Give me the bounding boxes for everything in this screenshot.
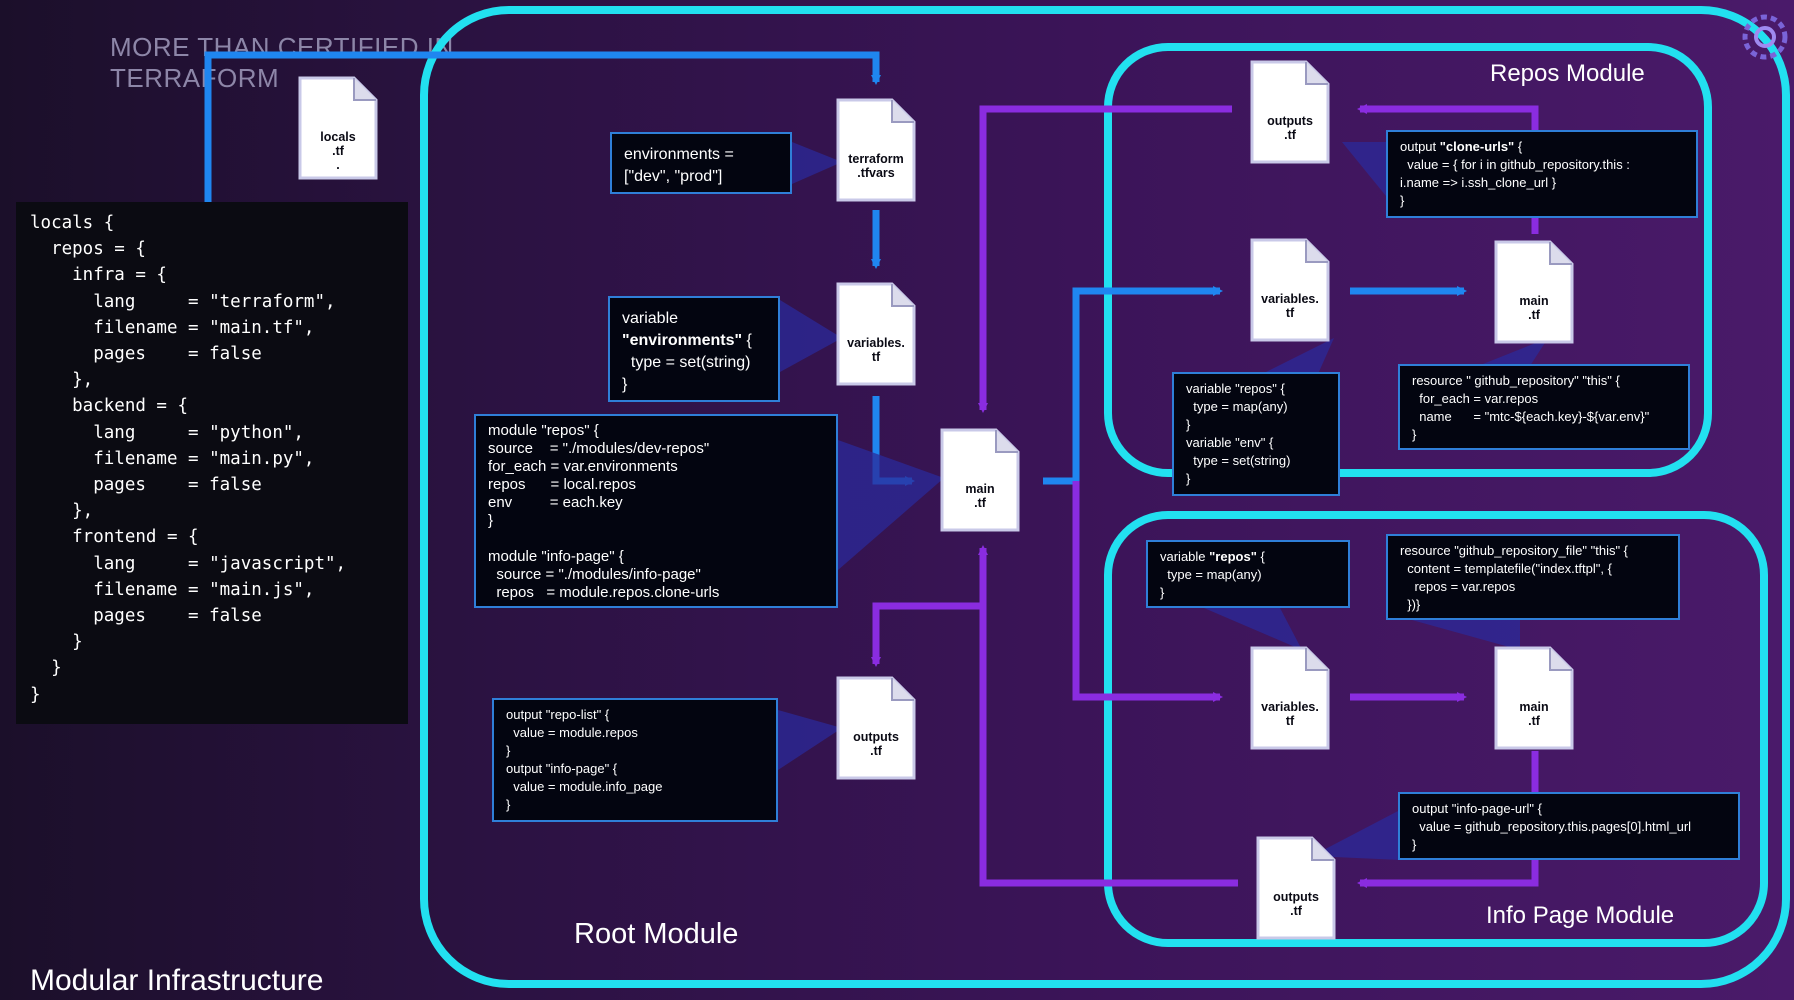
file-label: variables. tf <box>847 336 905 364</box>
file-info-main-tf: main .tf <box>1494 646 1574 750</box>
file-locals-tf: locals .tf . <box>298 76 378 180</box>
arrow-main-to-info-variables <box>1072 481 1223 702</box>
document-icon <box>1256 836 1336 940</box>
code-text: variable <box>622 310 679 327</box>
pointer-info-variable <box>1204 608 1302 650</box>
document-icon <box>1250 238 1330 342</box>
file-label: main .tf <box>1519 700 1549 728</box>
code-text: output <box>1400 139 1440 154</box>
document-icon <box>836 98 916 202</box>
code-box-root-outputs: output "repo-list" { value = module.repo… <box>492 698 778 822</box>
file-repos-outputs-tf: outputs .tf <box>1250 60 1330 164</box>
code-text: { type = set(string) } <box>622 332 752 393</box>
pointer-environments <box>792 142 842 184</box>
code-text: { type = map(any) } <box>1160 549 1265 600</box>
code-text-bold: "repos" <box>1209 549 1257 564</box>
root-module-outline <box>420 6 1790 988</box>
code-box-repos-variables: variable "repos" { type = map(any) } var… <box>1172 372 1340 496</box>
file-label: main .tf <box>1519 294 1549 322</box>
pointer-info-resource <box>1412 620 1520 650</box>
root-module-label: Root Module <box>574 918 739 950</box>
code-box-environments: environments = ["dev", "prod"] <box>610 132 792 194</box>
file-root-variables-tf: variables. tf <box>836 282 916 386</box>
repos-module-label: Repos Module <box>1490 60 1645 87</box>
code-box-module-calls: module "repos" { source = "./modules/dev… <box>474 414 838 608</box>
pointer-variable-env <box>780 300 842 372</box>
file-label: terraform .tfvars <box>848 152 904 180</box>
file-label: locals .tf . <box>320 130 356 172</box>
document-icon <box>940 428 1020 532</box>
info-page-module-outline <box>1104 511 1768 947</box>
document-icon <box>1494 646 1574 750</box>
document-icon <box>836 676 916 780</box>
file-info-variables-tf: variables. tf <box>1250 646 1330 750</box>
info-page-module-label: Info Page Module <box>1486 902 1675 929</box>
file-root-main-tf: main .tf <box>940 428 1020 532</box>
locals-code-panel: locals { repos = { infra = { lang = "ter… <box>16 202 408 724</box>
code-text-bold: "environments" <box>622 332 743 349</box>
file-root-outputs-tf: outputs .tf <box>836 676 916 780</box>
document-icon <box>836 282 916 386</box>
arrow-main-to-repos-variables <box>1043 286 1223 485</box>
pointer-repos-variables <box>1262 338 1334 374</box>
file-terraform-tfvars: terraform .tfvars <box>836 98 916 202</box>
document-icon <box>1494 240 1574 344</box>
code-box-info-resource: resource "github_repository_file" "this"… <box>1386 534 1680 620</box>
file-label: variables. tf <box>1261 292 1319 320</box>
repos-module-outline <box>1104 43 1712 477</box>
code-text: variable <box>1160 549 1210 564</box>
pointer-root-outputs <box>778 710 842 770</box>
code-box-variable-environments: variable "environments" { type = set(str… <box>608 296 780 402</box>
file-label: variables. tf <box>1261 700 1319 728</box>
file-label: outputs .tf <box>1273 890 1319 918</box>
file-label: main .tf <box>965 482 995 510</box>
document-icon <box>1250 60 1330 164</box>
file-label: outputs .tf <box>1267 114 1313 142</box>
gear-logo-icon <box>1742 14 1788 60</box>
code-text: { value = { for i in github_repository.t… <box>1400 139 1630 208</box>
document-icon <box>1250 646 1330 750</box>
file-info-outputs-tf: outputs .tf <box>1256 836 1336 940</box>
arrow-info-outputs-to-root-main <box>978 545 1238 887</box>
code-box-repos-output: output "clone-urls" { value = { for i in… <box>1386 130 1698 218</box>
arrow-root-main-to-outputs <box>871 602 983 667</box>
code-box-repos-resource: resource " github_repository" "this" { f… <box>1398 364 1690 450</box>
file-repos-variables-tf: variables. tf <box>1250 238 1330 342</box>
pointer-repos-resource <box>1478 338 1548 366</box>
document-icon <box>298 76 378 180</box>
slide-title: Modular Infrastructure <box>30 964 324 997</box>
pointer-info-output <box>1312 810 1400 860</box>
code-box-info-output: output "info-page-url" { value = github_… <box>1398 792 1740 860</box>
file-repos-main-tf: main .tf <box>1494 240 1574 344</box>
arrow-repos-outputs-to-root-main <box>978 105 1232 413</box>
pointer-module-calls <box>838 440 944 570</box>
locals-code: locals { repos = { infra = { lang = "ter… <box>30 213 347 705</box>
file-label: outputs .tf <box>853 730 899 758</box>
pointer-repos-output <box>1342 142 1386 196</box>
brand-line-2: TERRAFORM <box>110 63 280 93</box>
code-text-bold: "clone-urls" <box>1439 139 1515 154</box>
arrow-locals-to-tfvars <box>204 51 881 202</box>
code-box-info-variable: variable "repos" { type = map(any) } <box>1146 540 1350 608</box>
